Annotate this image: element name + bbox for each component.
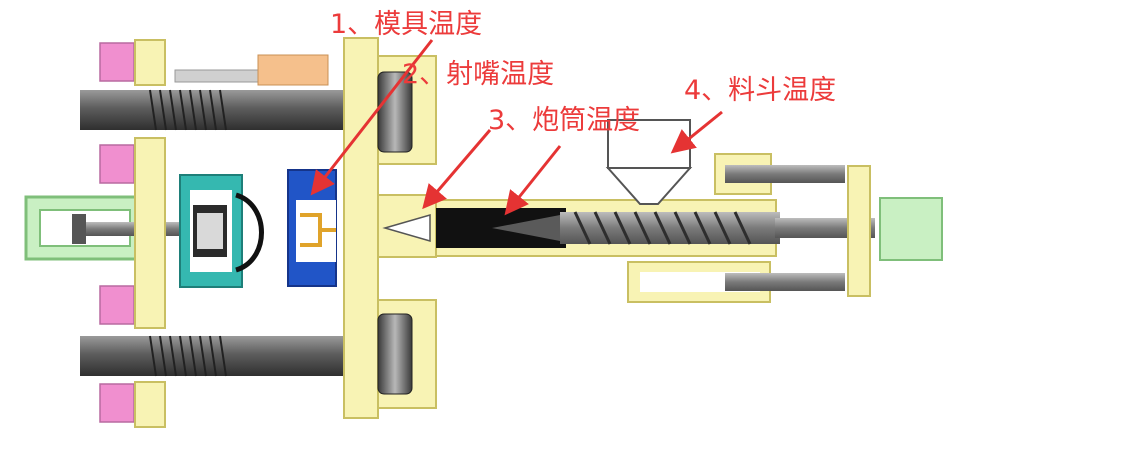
tie-bar-threads	[149, 89, 227, 377]
platen-wheels	[377, 71, 413, 395]
injection-cylinders	[627, 153, 845, 303]
annotation-arrows	[310, 39, 723, 216]
screw	[560, 211, 875, 245]
label-mold-temperature: 1、模具温度	[330, 9, 483, 40]
arrow-mold	[310, 39, 434, 196]
arrow-nozzle	[422, 129, 492, 210]
rear-plate-and-motor	[847, 165, 943, 297]
arrow-hopper	[670, 110, 723, 154]
arrow-barrel	[504, 145, 562, 216]
moving-platen	[134, 39, 166, 428]
pink-bolts	[99, 42, 135, 423]
toggle-mechanism	[179, 174, 264, 288]
label-nozzle-temperature: 2、射嘴温度	[402, 59, 555, 90]
mold	[287, 169, 337, 287]
label-hopper-temperature: 4、料斗温度	[684, 75, 837, 106]
label-barrel-temperature: 3、炮筒温度	[488, 105, 641, 136]
tie-bars	[80, 54, 350, 376]
